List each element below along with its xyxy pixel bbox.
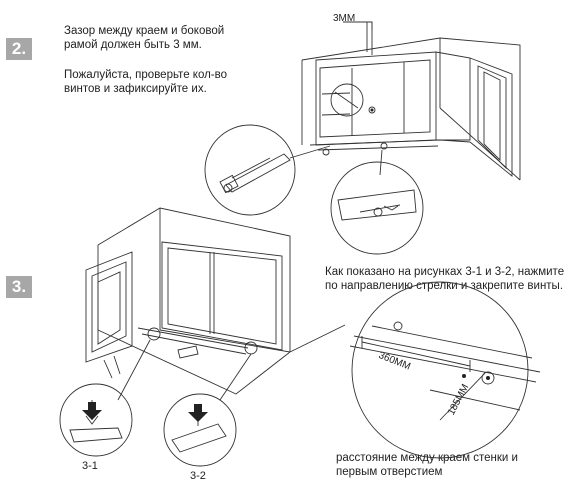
figure-3-1-label: 3-1 [82,460,98,472]
press-arrow-3-1 [82,402,102,420]
step-2-number: 2. [6,38,32,60]
step-2-instruction-screws: Пожалуйста, проверьте кол-во винтов и за… [64,69,228,95]
press-arrow-3-2 [188,404,208,422]
figure-3-2-label: 3-2 [190,470,206,482]
step-3-cabinet-drawing [59,207,541,467]
gap-dimension-label: 3MM [333,13,356,24]
step-3-number: 3. [6,276,32,298]
step-3-hole-distance-note: расстояние между краем стенки и первым о… [336,452,518,478]
step-2-instruction-gap: Зазор между краем и боковой рамой должен… [64,25,225,51]
step-2-cabinet-drawing [204,21,521,255]
